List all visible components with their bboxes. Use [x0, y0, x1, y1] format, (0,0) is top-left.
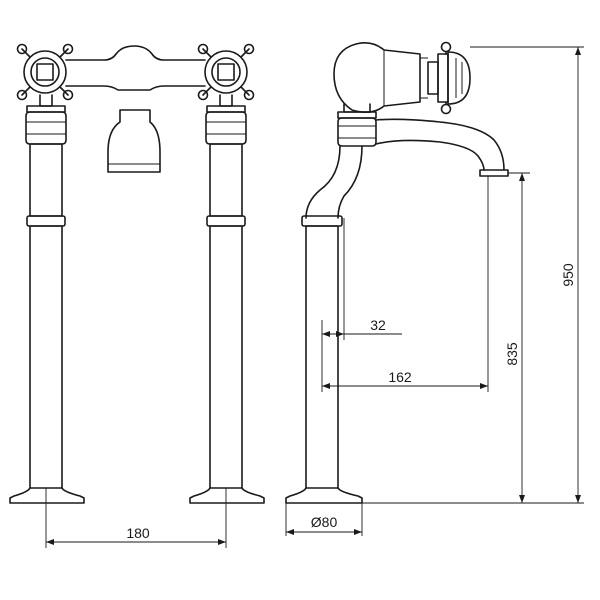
- dimension-wall-offset: 32: [322, 317, 402, 337]
- dimension-spout-reach-label: 162: [388, 369, 412, 385]
- side-nut: [337, 117, 377, 147]
- dimension-spout-height: 835: [504, 173, 525, 503]
- right-nut: [205, 111, 247, 145]
- side-cross-handle: [437, 41, 471, 115]
- right-base: [189, 487, 265, 504]
- mixer-body: [65, 45, 206, 91]
- side-spout: [375, 118, 505, 171]
- dimension-total-height-label: 950: [560, 263, 576, 287]
- dimension-wall-offset-label: 32: [370, 317, 386, 333]
- left-base: [9, 487, 85, 504]
- left-cross-handle: [16, 43, 74, 101]
- side-valve-body: [333, 42, 421, 114]
- left-lower-pipe: [29, 225, 63, 489]
- side-base: [285, 487, 363, 504]
- dimension-spout-reach: 162: [322, 176, 489, 392]
- left-upper-pipe: [29, 143, 63, 217]
- dimension-base-diameter-label: Ø80: [311, 514, 338, 530]
- dimension-spout-height-label: 835: [504, 342, 520, 366]
- front-spout: [107, 109, 161, 173]
- dimension-base-diameter: Ø80: [285, 503, 363, 536]
- left-nut: [25, 111, 67, 145]
- dimension-spacing-label: 180: [126, 525, 150, 541]
- dimension-total-height: 950: [560, 47, 581, 503]
- front-view: 180: [9, 43, 265, 548]
- right-lower-pipe: [209, 225, 243, 489]
- side-lower-pipe: [305, 225, 339, 489]
- side-riser: [305, 145, 363, 219]
- right-upper-pipe: [209, 143, 243, 217]
- side-view: 32 162 Ø80 835: [285, 41, 584, 536]
- dimension-spacing: 180: [46, 525, 226, 545]
- right-cross-handle: [197, 43, 255, 101]
